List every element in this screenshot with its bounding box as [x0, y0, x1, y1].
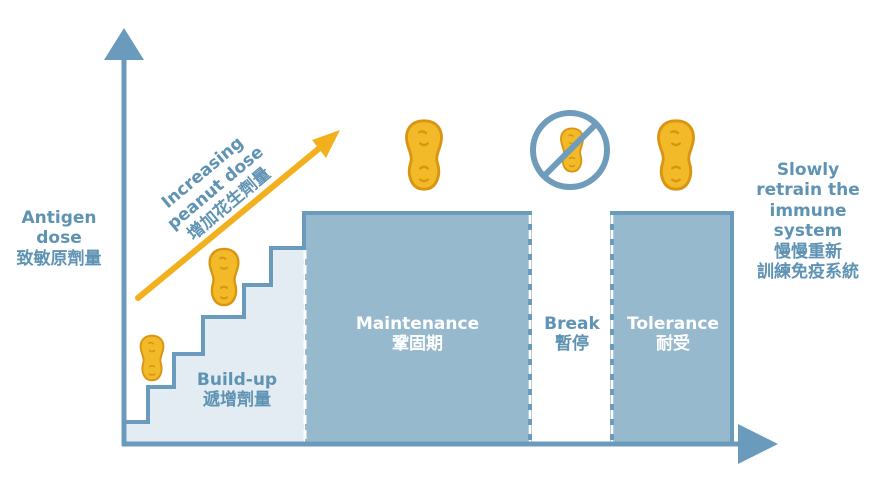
- x-axis-arrowhead: [738, 424, 778, 464]
- tolerance-block: [612, 213, 732, 444]
- phase-label-break: Break 暫停: [544, 314, 600, 355]
- phase-label-tolerance: Tolerance 耐受: [627, 314, 719, 355]
- peanut-icon: [405, 119, 443, 191]
- maintenance-block: [305, 213, 530, 444]
- buildup-area: [124, 248, 304, 444]
- increasing-dose-arrow: [135, 143, 325, 301]
- increasing-dose-arrowhead: [312, 130, 340, 158]
- peanut-icon: [208, 247, 240, 307]
- peanut-icon: [139, 334, 165, 382]
- dose-outline: [124, 211, 532, 444]
- y-axis-arrowhead: [104, 28, 144, 60]
- y-axis-label: Antigen dose 致敏原劑量: [16, 208, 102, 269]
- retrain-immune-system-label: Slowly retrain the immune system 慢慢重新 訓練…: [756, 160, 860, 282]
- phase-label-buildup: Build-up 遞增劑量: [196, 370, 278, 411]
- peanut-icon: [657, 119, 695, 191]
- phase-label-maintenance: Maintenance 鞏固期: [355, 314, 480, 355]
- no-peanut-icon: [530, 110, 610, 190]
- break-block: [530, 213, 612, 444]
